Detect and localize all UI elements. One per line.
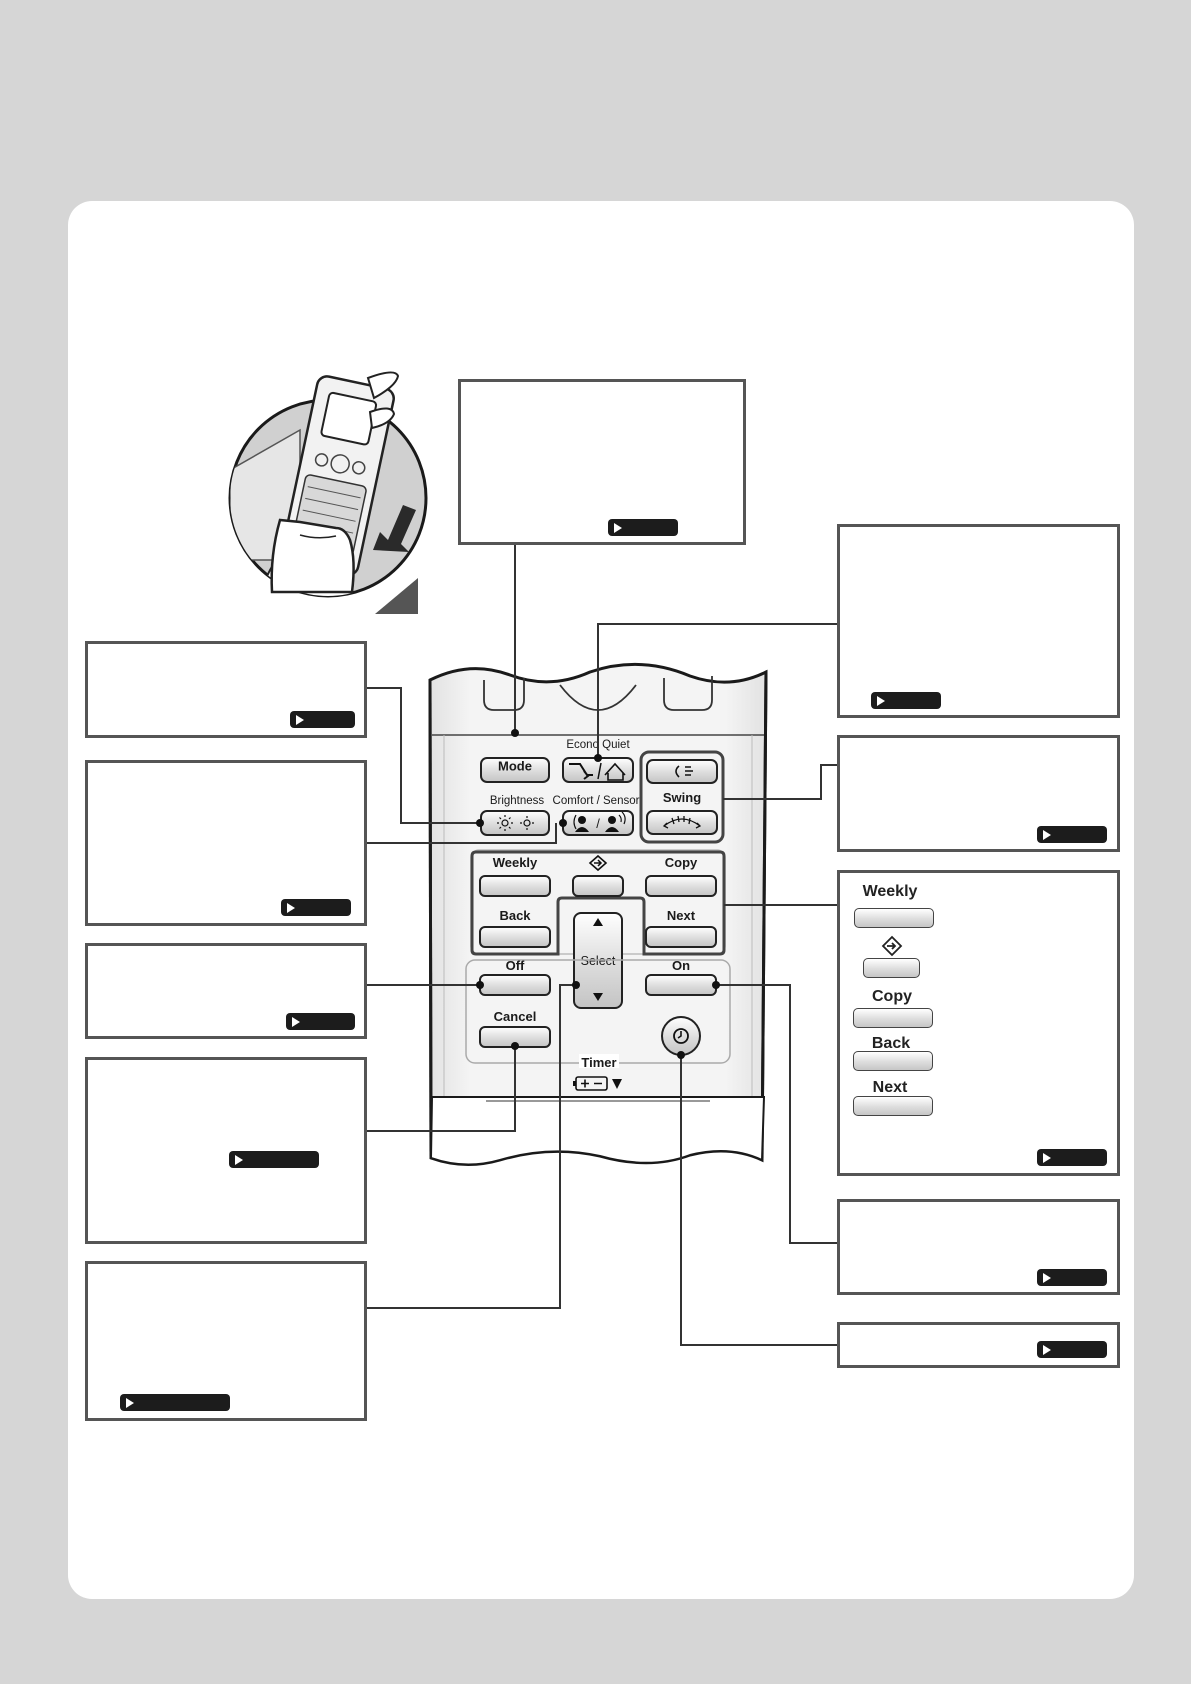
page-reference-badge[interactable] [286,1013,355,1030]
back-button[interactable] [479,926,551,948]
clock-icon [673,1028,689,1044]
weekly-timer-callout: Weekly Copy Back Next [837,870,1120,1176]
off-timer-button[interactable] [479,974,551,996]
mode-callout [458,379,746,545]
timer-group: Off On Cancel Timer [465,958,731,1091]
page-reference-badge[interactable] [120,1394,230,1411]
press-direction-triangle [375,578,418,614]
brightness-icon [497,815,534,831]
leader-dots [476,729,720,1059]
next-button-sample [853,1096,933,1116]
brightness-button[interactable] [480,810,550,836]
off-button-label: Off [506,958,525,973]
page-reference-badge[interactable] [229,1151,319,1168]
on-timer-button[interactable] [645,974,717,996]
weekly-label: Weekly [862,883,918,900]
next-button[interactable] [645,926,717,948]
timer-label: Timer [581,1055,616,1070]
back-button-sample [853,1051,933,1071]
program-enter-icon [588,854,608,872]
select-button-label: Select [581,954,616,968]
swing-group: Swing [639,750,725,844]
program-button[interactable] [572,875,624,897]
press-arrow-icon [373,505,416,552]
clock-callout [837,1322,1120,1368]
page-reference-badge[interactable] [871,692,941,709]
program-enter-icon [881,935,903,957]
copy-button[interactable] [645,875,717,897]
next-label: Next [872,1079,908,1096]
clock-button[interactable] [661,1016,701,1056]
weekly-button-sample [854,908,934,928]
swing-label: Swing [663,790,701,805]
page-reference-badge[interactable] [608,519,678,536]
cancel-timer-callout [85,1057,367,1244]
up-arrow-icon [593,918,603,926]
swing-callout [837,735,1120,852]
comfort-sensor-button[interactable]: / [562,810,634,836]
page-reference-badge[interactable] [281,899,351,916]
comfort-airflow-icon [573,814,589,832]
weekly-timer-group: Weekly Copy Back Next [470,849,726,956]
select-callout [85,1261,367,1421]
brightness-label: Brightness [490,795,545,807]
hand-holding-remote-illustration [228,371,428,614]
page-reference-badge[interactable] [1037,1269,1107,1286]
battery-icon [573,1076,622,1091]
down-arrow-icon [593,993,603,1001]
comfort-sensor-callout [85,760,367,926]
swing-icon [662,815,702,829]
swing-button[interactable] [646,810,718,835]
page-reference-badge[interactable] [1037,1341,1107,1358]
copy-button-label: Copy [665,855,698,870]
weekly-button[interactable] [479,875,551,897]
back-button-label: Back [499,908,531,923]
copy-button-sample [853,1008,933,1028]
page-reference-badge[interactable] [290,711,355,728]
comfort-sensor-label: Comfort / Sensor [553,795,640,807]
back-label: Back [871,1035,911,1052]
cancel-button-label: Cancel [494,1009,537,1024]
weekly-button-label: Weekly [493,855,538,870]
svg-text:/: / [596,816,600,831]
econo-icon [569,763,593,780]
sensor-icon [605,811,626,832]
outdoor-quiet-icon [604,762,626,781]
brightness-callout [85,641,367,738]
copy-label: Copy [872,988,912,1005]
powerful-button[interactable] [646,759,718,784]
on-button-label: On [672,958,690,973]
mode-button-label: Mode [498,758,532,773]
on-timer-callout [837,1199,1120,1295]
program-button-sample [863,958,920,978]
econo-quiet-callout [837,524,1120,718]
next-button-label: Next [667,908,696,923]
off-timer-callout [85,943,367,1039]
page-reference-badge[interactable] [1037,826,1107,843]
leader-lines [367,545,837,1346]
mode-button[interactable]: Mode [480,757,550,783]
powerful-airflow-icon [675,765,693,778]
page-reference-badge[interactable] [1037,1149,1107,1166]
